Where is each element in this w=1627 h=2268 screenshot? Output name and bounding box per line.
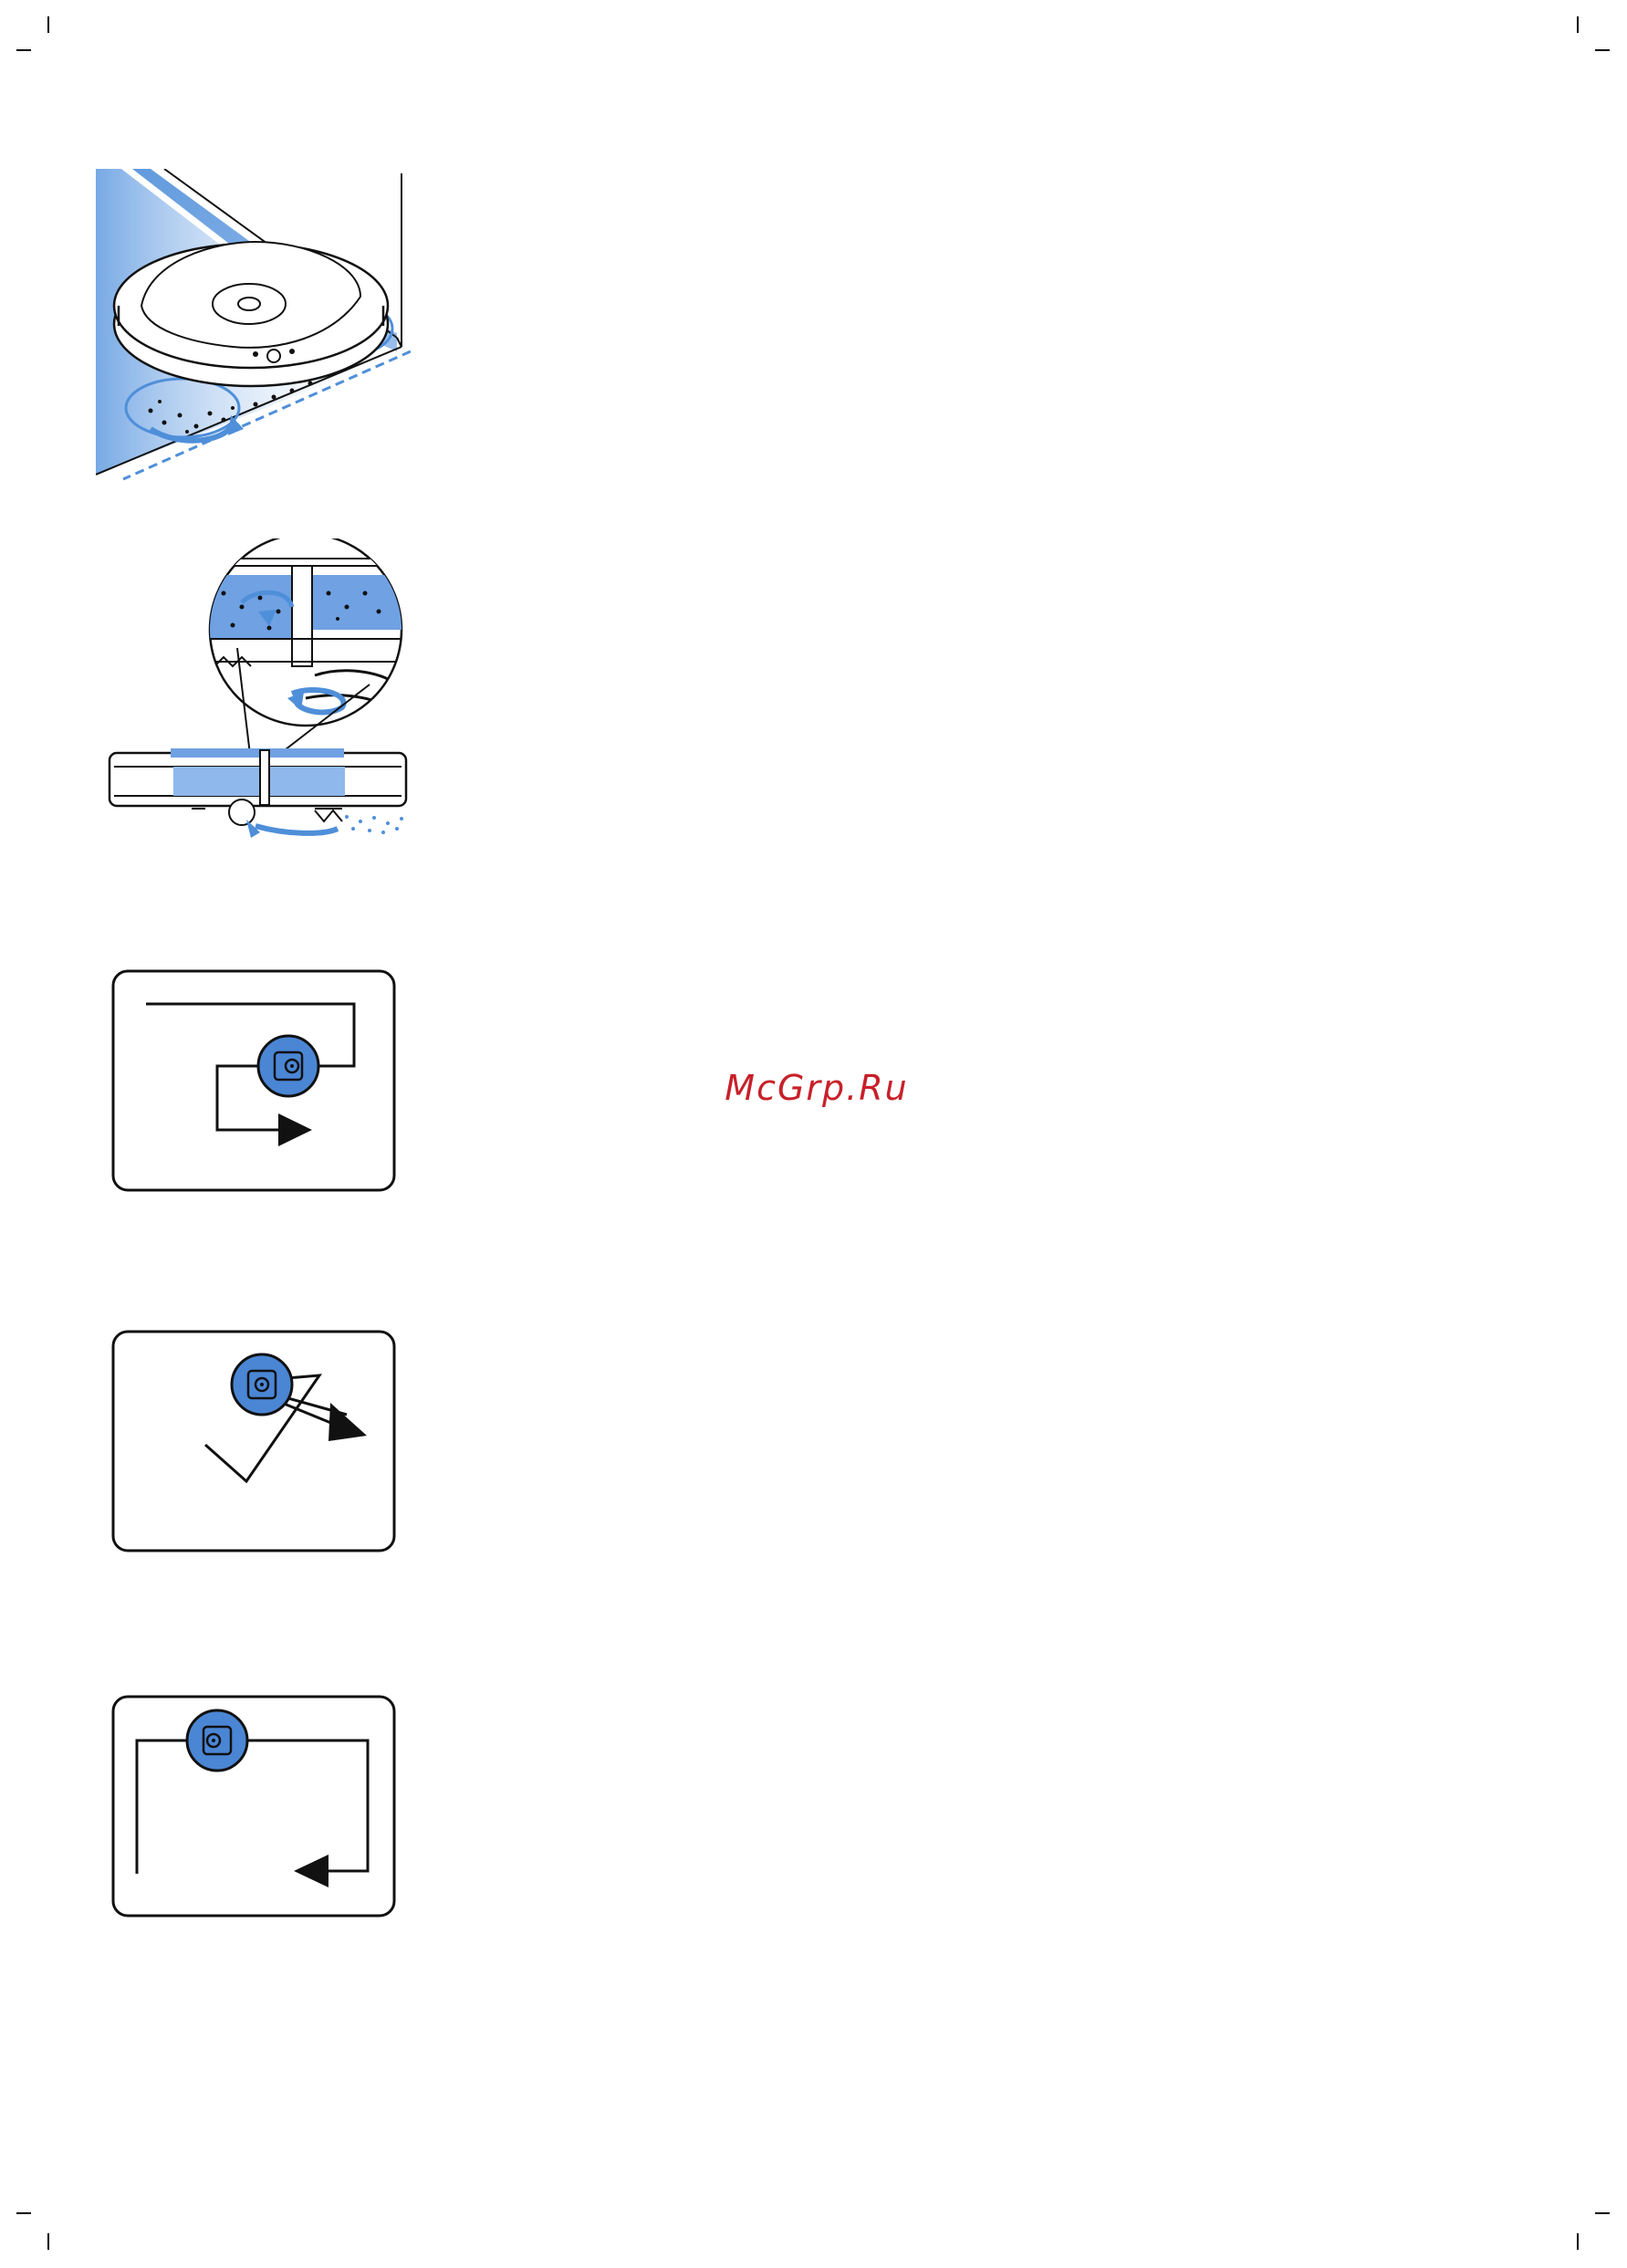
robot-side-brush-suction-illustration (105, 538, 411, 840)
spiral-path-pattern-icon (110, 967, 398, 1194)
crop-mark-bottom-left-h (16, 2212, 31, 2214)
crop-mark-bottom-right-v (1577, 2233, 1579, 2250)
crop-mark-top-right-v (1577, 16, 1579, 33)
watermark: McGrp.Ru (721, 1068, 913, 1108)
robot-top-icon (258, 1036, 318, 1096)
robot-top-icon (232, 1354, 292, 1415)
crop-mark-top-right-h (1595, 49, 1610, 51)
crop-mark-bottom-right-h (1595, 2212, 1610, 2214)
crop-mark-top-left-h (16, 49, 31, 51)
crop-mark-bottom-left-v (47, 2233, 49, 2250)
robot-top-icon (187, 1710, 247, 1771)
random-zigzag-path-pattern-icon (110, 1328, 398, 1554)
crop-mark-top-left-v (47, 16, 49, 33)
robot-corner-cleaning-illustration (96, 169, 411, 488)
wall-follow-path-pattern-icon (110, 1693, 398, 1919)
